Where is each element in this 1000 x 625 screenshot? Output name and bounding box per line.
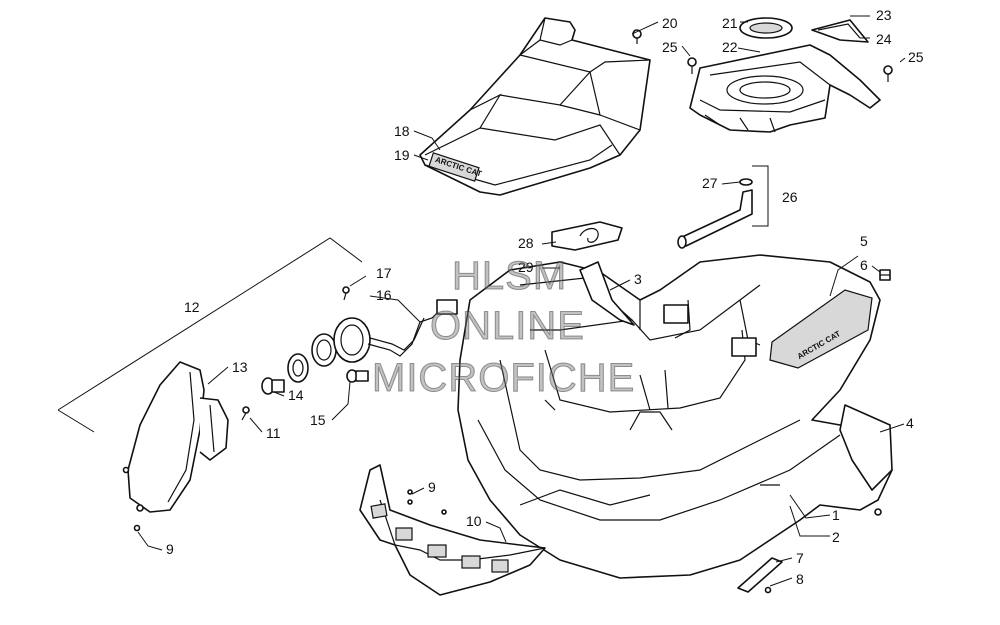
bracket-12 xyxy=(57,237,363,433)
callout-17: 17 xyxy=(376,265,392,281)
callout-25-left: 25 xyxy=(662,39,678,55)
screw-9-upper xyxy=(407,489,447,515)
callout-25-right: 25 xyxy=(908,49,924,65)
callout-3: 3 xyxy=(634,271,642,287)
callout-18: 18 xyxy=(394,123,410,139)
callout-6: 6 xyxy=(860,257,868,273)
screw-8 xyxy=(764,586,772,594)
mount-boss-left xyxy=(663,304,689,324)
callout-10: 10 xyxy=(466,513,482,529)
callout-14: 14 xyxy=(288,387,304,403)
mount-boss-right xyxy=(731,337,757,357)
screw-17 xyxy=(342,286,350,301)
headlight-housing-13 xyxy=(122,361,229,513)
grille-10 xyxy=(359,464,546,596)
reflector-rings xyxy=(287,317,371,383)
callout-26: 26 xyxy=(782,189,798,205)
callout-23: 23 xyxy=(876,7,892,23)
seat-assembly: ARCTIC CAT xyxy=(419,17,651,196)
socket-15 xyxy=(346,369,369,383)
callout-21: 21 xyxy=(722,15,738,31)
callout-28: 28 xyxy=(518,235,534,251)
clip-6 xyxy=(879,269,891,281)
callout-9-lower: 9 xyxy=(166,541,174,557)
callout-13: 13 xyxy=(232,359,248,375)
callout-2: 2 xyxy=(832,529,840,545)
callout-27: 27 xyxy=(702,175,718,191)
callout-11: 11 xyxy=(266,425,281,441)
callout-22: 22 xyxy=(722,39,738,55)
tank-cover-assembly xyxy=(689,17,881,133)
screw-9-lower xyxy=(133,524,141,532)
callout-15: 15 xyxy=(310,412,326,428)
screw-20 xyxy=(632,29,642,44)
callout-20: 20 xyxy=(662,15,678,31)
leader-lines xyxy=(137,15,906,587)
bulb-14 xyxy=(261,377,285,395)
side-panel-3 xyxy=(579,261,635,326)
screw-25-left xyxy=(687,57,697,74)
tank-decal-plate xyxy=(811,19,869,43)
callout-7: 7 xyxy=(796,550,804,566)
callout-4: 4 xyxy=(906,415,914,431)
callout-5: 5 xyxy=(860,233,868,249)
hose-clamp xyxy=(739,178,753,186)
screw-25-right xyxy=(883,65,893,82)
callout-12: 12 xyxy=(184,299,200,315)
fender-flap-4 xyxy=(839,404,893,516)
wire-harness-16 xyxy=(367,299,458,357)
screw-11 xyxy=(241,406,250,421)
callout-9-upper: 9 xyxy=(428,479,436,495)
callout-labels: 20 25 21 22 23 24 25 18 19 27 26 28 29 3… xyxy=(166,7,924,587)
seat-decal xyxy=(428,152,480,182)
callout-8: 8 xyxy=(796,571,804,587)
trim-strip-7 xyxy=(737,557,783,593)
callout-16: 16 xyxy=(376,287,392,303)
pad-28 xyxy=(551,221,623,251)
callout-19: 19 xyxy=(394,147,410,163)
callout-1: 1 xyxy=(832,507,840,523)
callout-29: 29 xyxy=(518,259,534,275)
callout-24: 24 xyxy=(876,31,892,47)
